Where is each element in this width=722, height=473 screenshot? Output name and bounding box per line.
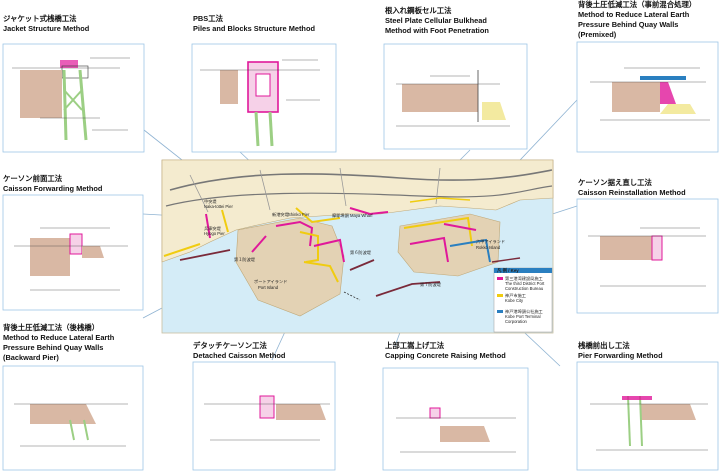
legend-swatch-city xyxy=(497,294,503,297)
caption-caisson-reinstallation: ケーソン据え直し工法 Caisson Reinstallation Method xyxy=(578,178,686,198)
panel-pbs xyxy=(191,43,337,153)
legend-title: 凡 例 / Key xyxy=(497,267,519,274)
label-hyogo-jp: 兵庫突堤 xyxy=(204,225,222,232)
label-nakatottei-en: Naka-tottei Pier xyxy=(204,204,233,209)
legend-bureau-en1: The third District Port xyxy=(505,281,545,286)
caption-premixed-en3: (Premixed) xyxy=(578,30,617,39)
panel-capping-raising xyxy=(382,367,529,471)
legend-corp-en1: Kobe Port Terminal xyxy=(505,314,541,319)
caption-jacket: ジャケット式桟橋工法 Jacket Structure Method xyxy=(3,14,89,34)
label-port-island-jp: ポートアイランド xyxy=(254,278,287,285)
caption-capping-raising-en: Capping Concrete Raising Method xyxy=(385,351,506,360)
caption-pbs-en: Piles and Blocks Structure Method xyxy=(193,24,315,33)
caption-premixed-en1: Method to Reduce Lateral Earth xyxy=(578,10,690,19)
panel-backward-pier xyxy=(2,365,144,471)
caption-jacket-jp: ジャケット式桟橋工法 xyxy=(3,14,77,23)
label-breakwater-7: 第７防波堤 xyxy=(420,281,442,288)
caption-detached-caisson: デタッチケーソン工法 Detached Caisson Method xyxy=(193,341,285,361)
legend-bureau-jp: 第三港湾建設局施工 xyxy=(505,275,543,282)
caption-backward-pier-en2: Pressure Behind Quay Walls xyxy=(3,343,104,352)
legend-city-en1: Kobe City xyxy=(505,298,524,303)
panel-pier-forwarding xyxy=(576,361,719,471)
caption-premixed: 背後土圧低減工法（事前混合処理） Method to Reduce Latera… xyxy=(578,0,696,40)
caption-caisson-reinstallation-en: Caisson Reinstallation Method xyxy=(578,188,686,197)
panel-jacket xyxy=(2,43,145,153)
caption-steel-cell-en2: Method with Foot Penetration xyxy=(385,26,489,35)
caption-caisson-forwarding: ケーソン前面工法 Caisson Forwarding Method xyxy=(3,174,102,194)
caption-caisson-forwarding-en: Caisson Forwarding Method xyxy=(3,184,103,193)
caption-capping-raising-jp: 上部工嵩上げ工法 xyxy=(385,341,445,350)
label-port-island-en: Port Island xyxy=(258,285,279,290)
legend-corp-en2: Corporation xyxy=(505,319,528,324)
panel-caisson-reinstallation xyxy=(576,198,719,314)
caption-premixed-jp: 背後土圧低減工法（事前混合処理） xyxy=(578,0,697,9)
caption-caisson-reinstallation-jp: ケーソン据え直し工法 xyxy=(578,178,652,187)
label-breakwater-6: 第６防波堤 xyxy=(350,249,372,256)
label-rokko-en: Rokko Island xyxy=(476,245,501,250)
caption-backward-pier: 背後土圧低減工法（後桟橋） Method to Reduce Lateral E… xyxy=(3,323,114,363)
label-rokko-jp: 六甲アイランド xyxy=(476,238,505,245)
label-maya-en: Maya Wharf xyxy=(350,213,373,218)
caption-backward-pier-en1: Method to Reduce Lateral Earth xyxy=(3,333,115,342)
panel-steel-cell xyxy=(383,43,528,150)
caption-capping-raising: 上部工嵩上げ工法 Capping Concrete Raising Method xyxy=(385,341,506,361)
legend-city-jp: 神戸市施工 xyxy=(505,292,526,299)
legend-swatch-bureau xyxy=(497,277,503,280)
caption-pier-forwarding-en: Pier Forwarding Method xyxy=(578,351,663,360)
panel-caisson-forwarding xyxy=(2,194,144,311)
caption-jacket-en: Jacket Structure Method xyxy=(3,24,90,33)
label-nakatottei-jp: 中突堤 xyxy=(204,198,217,205)
legend-corp-jp: 神戸港埠頭公社施工 xyxy=(505,308,543,315)
caption-premixed-en2: Pressure Behind Quay Walls xyxy=(578,20,679,29)
caption-pier-forwarding-jp: 桟橋前出し工法 xyxy=(578,341,630,350)
caption-caisson-forwarding-jp: ケーソン前面工法 xyxy=(3,174,63,183)
caption-steel-cell-en1: Steel Plate Cellular Bulkhead xyxy=(385,16,487,25)
caption-detached-caisson-jp: デタッチケーソン工法 xyxy=(193,341,267,350)
caption-backward-pier-jp: 背後土圧低減工法（後桟橋） xyxy=(3,323,100,332)
label-hyogo-en: Hyogo Pier xyxy=(204,231,225,236)
caption-pbs-jp: PBS工法 xyxy=(193,14,223,23)
caption-detached-caisson-en: Detached Caisson Method xyxy=(193,351,286,360)
label-maya-jp: 摩耶埠頭 xyxy=(332,212,350,219)
panel-premixed xyxy=(576,41,719,153)
caption-pier-forwarding: 桟橋前出し工法 Pier Forwarding Method xyxy=(578,341,663,361)
panel-detached-caisson xyxy=(192,361,336,471)
legend-bureau-en2: Construction Bureau xyxy=(505,286,544,291)
legend-swatch-corp xyxy=(497,310,503,313)
caption-pbs: PBS工法 Piles and Blocks Structure Method xyxy=(193,14,315,34)
kobe-port-map: 凡 例 / Key 第三港湾建設局施工 The third District P… xyxy=(161,159,554,334)
label-breakwater-1: 第１防波堤 xyxy=(234,256,256,263)
caption-backward-pier-en3: (Backward Pier) xyxy=(3,353,59,362)
map-legend: 凡 例 / Key 第三港湾建設局施工 The third District P… xyxy=(493,267,553,333)
label-shinko: 新港突堤 xyxy=(272,211,290,218)
caption-steel-cell: 根入れ鋼板セル工法 Steel Plate Cellular Bulkhead … xyxy=(385,6,489,36)
label-shinko-en: Shinko Pier xyxy=(288,212,310,217)
caption-steel-cell-jp: 根入れ鋼板セル工法 xyxy=(385,6,452,15)
